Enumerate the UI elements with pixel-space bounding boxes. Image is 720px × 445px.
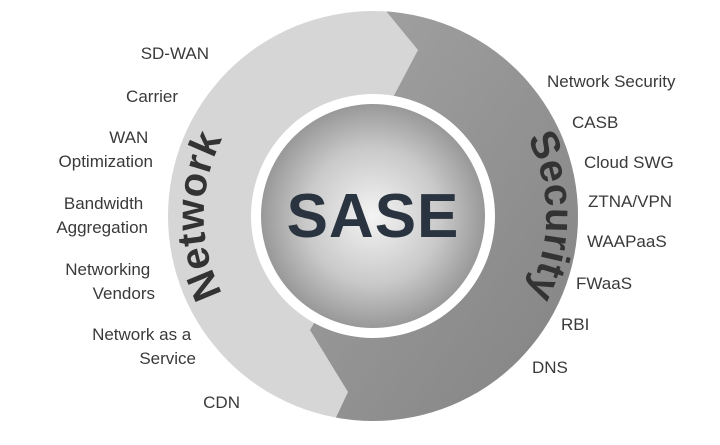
security-items: Network Security CASB Cloud SWG ZTNA/VPN… [532,72,676,377]
network-item: Network as a Service [92,325,196,368]
network-item: SD-WAN [141,44,209,63]
security-item: Network Security [547,72,676,91]
network-item: Carrier [126,87,178,106]
network-items: SD-WAN Carrier WAN Optimization Bandwidt… [56,44,240,412]
security-item: WAAPaaS [587,232,667,251]
network-item: CDN [203,393,240,412]
security-item: ZTNA/VPN [588,192,672,211]
security-item: RBI [561,315,589,334]
network-item: Bandwidth Aggregation [56,194,148,237]
security-item: CASB [572,113,618,132]
core-title: SASE [287,182,460,251]
security-item: DNS [532,358,568,377]
security-item: Cloud SWG [584,153,674,172]
core-circle [261,104,485,328]
network-item: WAN Optimization [59,128,153,171]
network-item: Networking Vendors [65,260,155,303]
security-item: FWaaS [576,274,632,293]
